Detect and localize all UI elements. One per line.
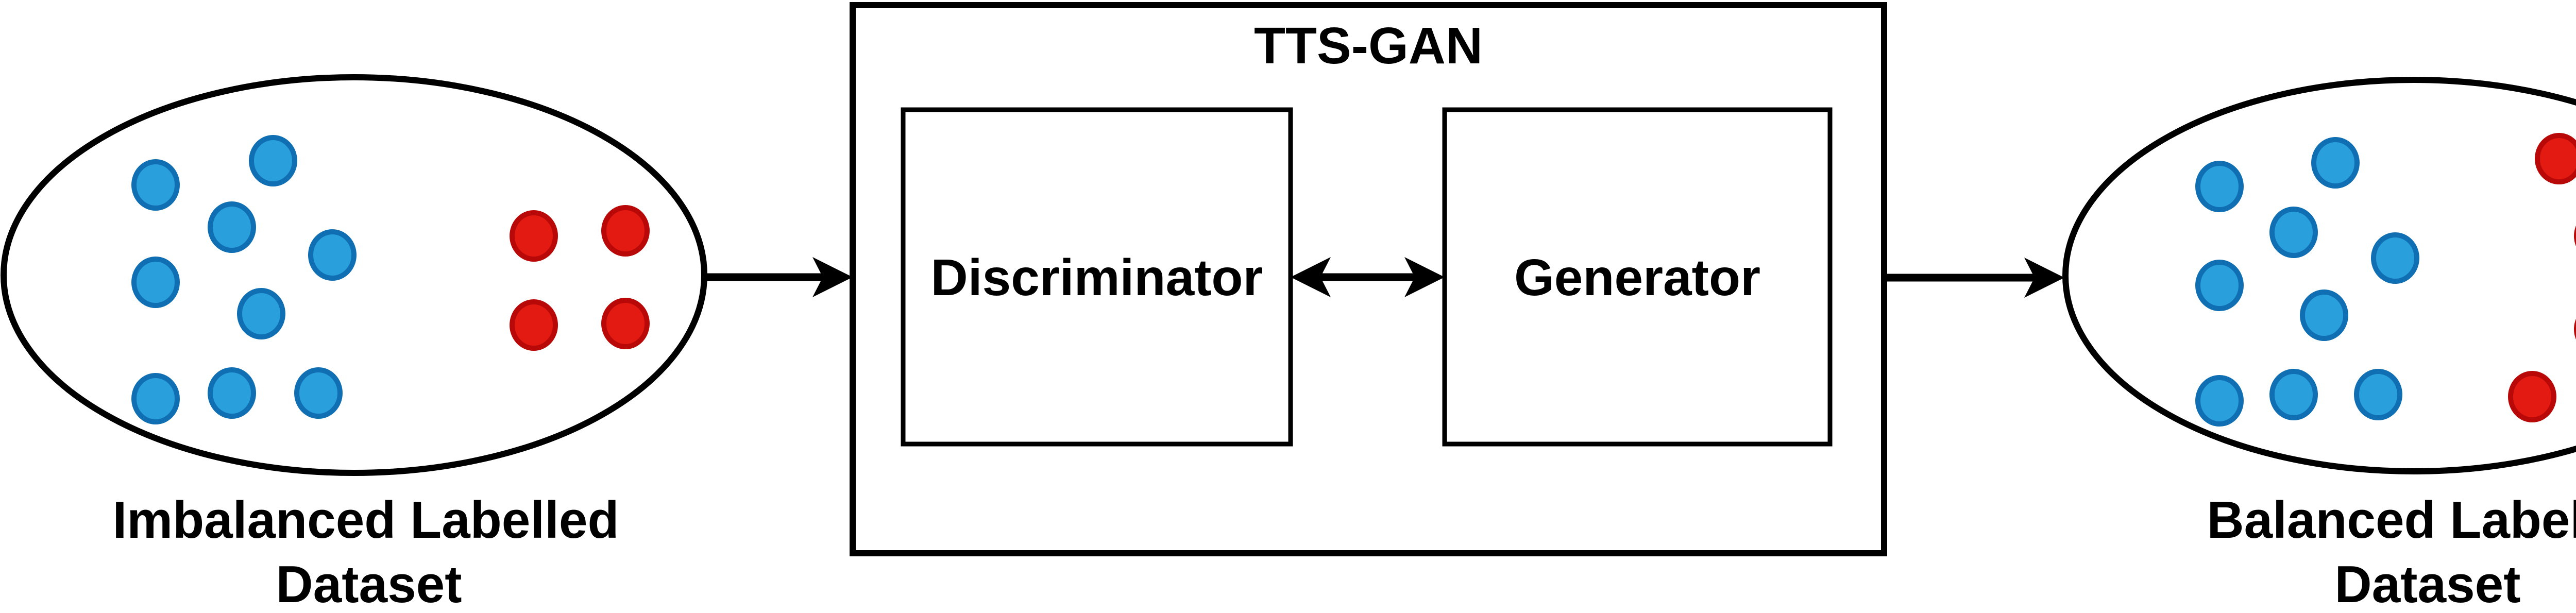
tts-gan-group: TTS-GAN Discriminator Generator bbox=[850, 2, 1887, 556]
imbalanced-dataset-ellipse bbox=[1, 74, 707, 476]
generator-box bbox=[1442, 107, 1833, 447]
blue-dot bbox=[2269, 369, 2318, 420]
blue-dot bbox=[2371, 232, 2419, 284]
blue-dot bbox=[308, 229, 357, 281]
blue-dot bbox=[2269, 207, 2318, 258]
balanced-dataset-label-line2: Dataset bbox=[2335, 556, 2521, 613]
arrow-head-right bbox=[1404, 257, 1445, 297]
blue-dot bbox=[131, 257, 180, 308]
generator-label: Generator bbox=[1514, 249, 1760, 306]
blue-dot bbox=[2195, 161, 2244, 212]
red-dot bbox=[510, 299, 558, 351]
blue-dot bbox=[2195, 375, 2244, 427]
right-blue-dots bbox=[2195, 137, 2419, 427]
left-red-dots bbox=[510, 205, 650, 351]
imbalanced-dataset-group: Imbalanced Labelled Dataset bbox=[1, 74, 707, 613]
output-arrow-head bbox=[2024, 258, 2064, 298]
output-arrow bbox=[1886, 258, 2064, 298]
red-dot bbox=[2508, 371, 2556, 422]
blue-dot bbox=[2354, 369, 2402, 420]
blue-dot bbox=[237, 288, 285, 339]
blue-dot bbox=[2195, 260, 2244, 311]
imbalanced-dataset-label-line2: Dataset bbox=[276, 556, 462, 613]
balanced-dataset-ellipse bbox=[2062, 77, 2576, 474]
balanced-dataset-label-line1: Balanced Labelled bbox=[2207, 491, 2576, 549]
blue-dot bbox=[2311, 137, 2360, 189]
blue-dot bbox=[2300, 290, 2348, 341]
blue-dot bbox=[208, 201, 256, 253]
blue-dot bbox=[131, 159, 180, 211]
input-arrow bbox=[704, 257, 853, 297]
imbalanced-dataset-label-line1: Imbalanced Labelled bbox=[113, 491, 619, 549]
red-dot bbox=[510, 210, 558, 262]
discriminator-generator-arrow bbox=[1291, 257, 1445, 297]
red-dot bbox=[601, 205, 650, 257]
blue-dot bbox=[249, 135, 297, 186]
arrow-head-left bbox=[1291, 257, 1331, 297]
blue-dot bbox=[208, 367, 256, 419]
discriminator-box bbox=[901, 107, 1293, 447]
red-dot bbox=[601, 298, 650, 349]
blue-dot bbox=[131, 373, 180, 424]
input-arrow-head bbox=[812, 257, 853, 297]
left-blue-dots bbox=[131, 135, 357, 424]
right-red-dots bbox=[2508, 133, 2576, 422]
tts-gan-title: TTS-GAN bbox=[1254, 17, 1483, 75]
blue-dot bbox=[294, 367, 343, 419]
balanced-dataset-group: Balanced Labelled Dataset bbox=[2062, 77, 2576, 613]
discriminator-label: Discriminator bbox=[931, 249, 1263, 306]
red-dot bbox=[2535, 133, 2576, 184]
